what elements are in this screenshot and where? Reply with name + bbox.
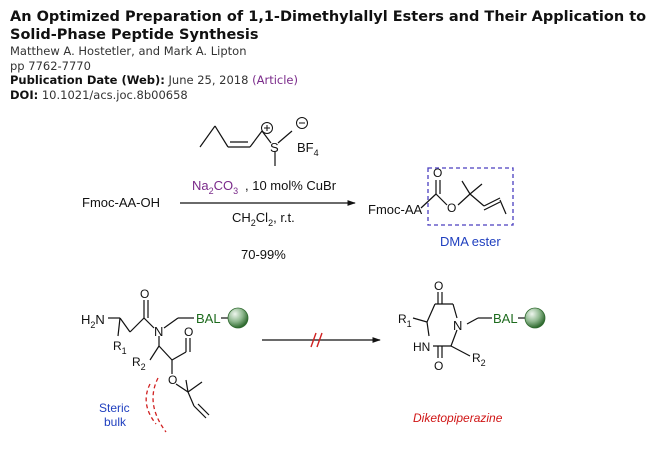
article-type: (Article) <box>252 73 298 87</box>
sulfur-atom: S <box>270 140 279 155</box>
resin-bead <box>227 307 249 329</box>
carbonyl-oxygen-2: O <box>184 325 193 339</box>
doi-value: 10.1021/acs.joc.8b00658 <box>41 87 188 102</box>
ester-oxygen: O <box>168 373 177 387</box>
article-pages: pp 7762-7770 <box>10 58 91 73</box>
dkp-nitrogen: N <box>453 318 462 333</box>
r1-group: R1 <box>113 339 127 356</box>
condition-1: Na2CO3 , 10 mol% CuBr <box>192 178 337 196</box>
sulfonium-reagent <box>199 117 308 166</box>
article-authors: Matthew A. Hostetler, and Mark A. Lipton <box>10 44 247 58</box>
pubdate-label: Publication Date (Web): <box>10 73 165 87</box>
publication-date: Publication Date (Web): June 25, 2018 (A… <box>10 73 650 88</box>
doi-label: DOI: <box>10 87 39 102</box>
dkp-oxygen-top: O <box>434 279 443 293</box>
dkp-r1: R1 <box>398 312 412 329</box>
dkp-label: Diketopiperazine <box>413 411 503 425</box>
base-reagent: Na2CO3 <box>192 178 238 196</box>
carbonyl-oxygen-1: O <box>140 287 149 301</box>
carbonyl-oxygen: O <box>433 166 442 180</box>
diketopiperazine-product: R1 O N HN R2 O BAL Diketopiperazine <box>398 279 546 425</box>
ester-oxygen: O <box>447 201 456 215</box>
starting-material: Fmoc-AA-OH <box>82 195 160 210</box>
bal-linker: BAL <box>196 311 221 326</box>
pubdate-value: June 25, 2018 <box>168 73 249 87</box>
product-prefix: Fmoc-AA <box>368 202 423 217</box>
yield: 70-99% <box>241 247 286 262</box>
catalyst: , 10 mol% CuBr <box>245 178 337 193</box>
dkp-oxygen-bottom: O <box>434 359 443 373</box>
doi: DOI: 10.1021/acs.joc.8b00658 <box>10 88 650 103</box>
steric-label: Steric <box>99 401 130 415</box>
dma-ester-product: Fmoc-AA O O DMA ester <box>368 166 514 249</box>
amine-group: H2N <box>81 312 105 330</box>
dkp-r2: R2 <box>472 351 486 368</box>
dipeptide-substrate: H2N O N R1 R2 O O BAL Steric bulk <box>81 287 249 433</box>
steric-clash-arcs <box>145 377 167 433</box>
r2-group: R2 <box>132 355 146 372</box>
blocked-arrow-marks <box>310 332 323 348</box>
solvent: CH2Cl2, r.t. <box>232 210 295 228</box>
dkp-hn: HN <box>413 340 430 354</box>
bulk-label: bulk <box>104 415 127 429</box>
amide-nitrogen: N <box>154 324 163 339</box>
dkp-bal-linker: BAL <box>493 311 518 326</box>
dma-highlight-box <box>427 167 514 226</box>
tetrafluoroborate: BF4 <box>297 140 319 158</box>
dma-ester-label: DMA ester <box>440 234 501 249</box>
article-title: An Optimized Preparation of 1,1-Dimethyl… <box>10 9 647 43</box>
dkp-resin-bead <box>524 307 546 329</box>
article-header: An Optimized Preparation of 1,1-Dimethyl… <box>10 8 650 102</box>
